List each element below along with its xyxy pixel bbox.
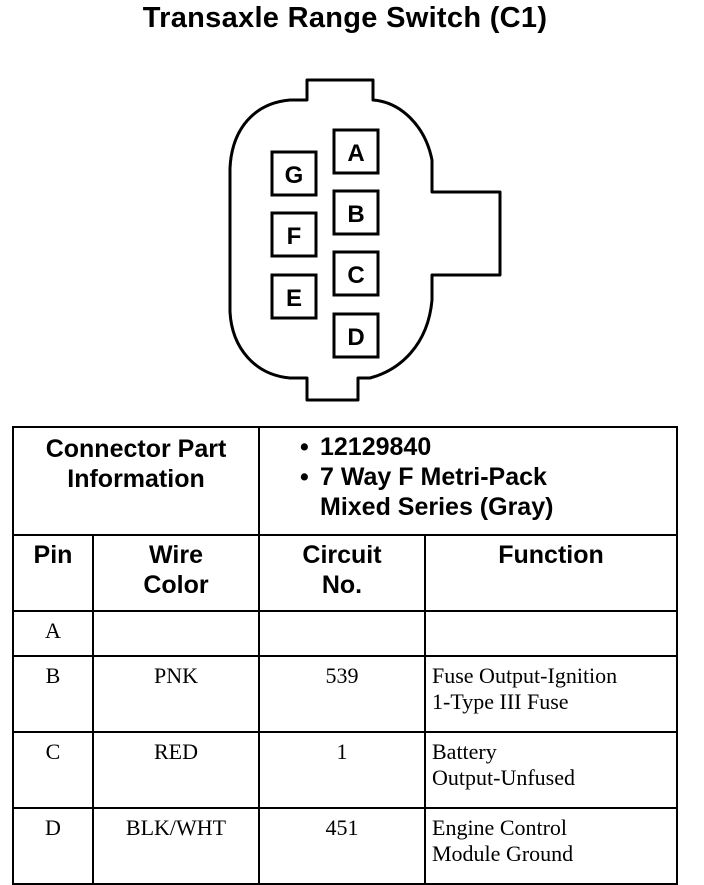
col-header-wire-color-line2: Color: [143, 571, 209, 599]
pin-label-g: G: [285, 162, 304, 189]
pin-cavity-a: A: [332, 128, 380, 175]
col-header-function-text: Function: [498, 541, 604, 569]
description-bullet-item: • 7 Way F Metri-Pack: [300, 462, 676, 492]
col-header-pin-text: Pin: [33, 541, 73, 569]
cell-function: [424, 610, 678, 657]
part-info-row: Connector Part Information • 12129840 • 7 …: [12, 426, 678, 536]
part-number-bullet-item: • 12129840: [300, 432, 676, 462]
pin-cavity-b: B: [332, 189, 380, 236]
col-header-circuit: Circuit No.: [258, 534, 426, 612]
col-header-pin: Pin: [12, 534, 94, 612]
part-info-label-cell: Connector Part Information: [12, 426, 260, 536]
connector-info-table: Connector Part Information • 12129840 • 7 …: [12, 426, 678, 885]
cell-pin: B: [12, 655, 94, 733]
part-info-label-line1: Connector Part: [45, 435, 227, 463]
pin-cavity-d: D: [332, 312, 380, 359]
pin-label-d: D: [347, 324, 364, 351]
function-line1: Engine Control: [432, 815, 568, 840]
cell-function: Engine Control Module Ground: [424, 807, 678, 885]
col-header-circuit-line2: No.: [321, 571, 363, 599]
cell-circuit: [258, 610, 426, 657]
bullet-glyph: •: [300, 433, 309, 461]
cell-wire-color: RED: [92, 731, 260, 809]
cell-circuit: 1: [258, 731, 426, 809]
col-header-function: Function: [424, 534, 678, 612]
pin-label-b: B: [347, 201, 364, 228]
cell-pin: A: [12, 610, 94, 657]
connector-face-diagram: G F E A B C D: [228, 78, 502, 402]
pin-cavity-g: G: [270, 150, 318, 197]
part-description-line2: Mixed Series (Gray): [320, 493, 554, 521]
cell-circuit: 451: [258, 807, 426, 885]
cell-wire-color: [92, 610, 260, 657]
cell-pin: D: [12, 807, 94, 885]
bullet-glyph: •: [300, 463, 309, 491]
table-row: A: [12, 610, 678, 657]
col-header-wire-color: Wire Color: [92, 534, 260, 612]
diagram-title: Transaxle Range Switch (C1): [142, 2, 548, 34]
table-row: B PNK 539 Fuse Output-Ignition 1-Type II…: [12, 655, 678, 733]
function-line2: Module Ground: [432, 841, 574, 867]
pin-label-f: F: [287, 223, 302, 250]
function-line2: Output-Unfused: [432, 765, 575, 791]
function-line1: Battery: [432, 739, 497, 764]
part-info-label-line2: Information: [67, 465, 205, 493]
cell-function: Fuse Output-Ignition 1-Type III Fuse: [424, 655, 678, 733]
pin-cavity-e: E: [270, 273, 318, 320]
pin-label-a: A: [347, 140, 364, 167]
table-row: D BLK/WHT 451 Engine Control Module Grou…: [12, 807, 678, 885]
part-number: 12129840: [320, 433, 432, 461]
pin-label-e: E: [286, 285, 302, 312]
col-header-wire-color-line1: Wire: [149, 541, 203, 569]
pin-cavity-c: C: [332, 250, 380, 297]
table-row: C RED 1 Battery Output-Unfused: [12, 731, 678, 809]
col-header-circuit-line1: Circuit: [302, 541, 382, 569]
cell-function: Battery Output-Unfused: [424, 731, 678, 809]
part-description-line1: 7 Way F Metri-Pack: [320, 463, 547, 491]
cell-wire-color: BLK/WHT: [92, 807, 260, 885]
cell-wire-color: PNK: [92, 655, 260, 733]
function-line1: Fuse Output-Ignition: [432, 663, 618, 688]
part-info-value-cell: • 12129840 • 7 Way F Metri-Pack Mixed Seri…: [258, 426, 678, 536]
pin-label-c: C: [347, 262, 364, 289]
function-line2: 1-Type III Fuse: [432, 689, 569, 715]
connector-outline: [228, 78, 502, 402]
cell-circuit: 539: [258, 655, 426, 733]
cell-pin: C: [12, 731, 94, 809]
pin-cavity-f: F: [270, 211, 318, 258]
column-header-row: Pin Wire Color Circuit No. Function: [12, 534, 678, 612]
